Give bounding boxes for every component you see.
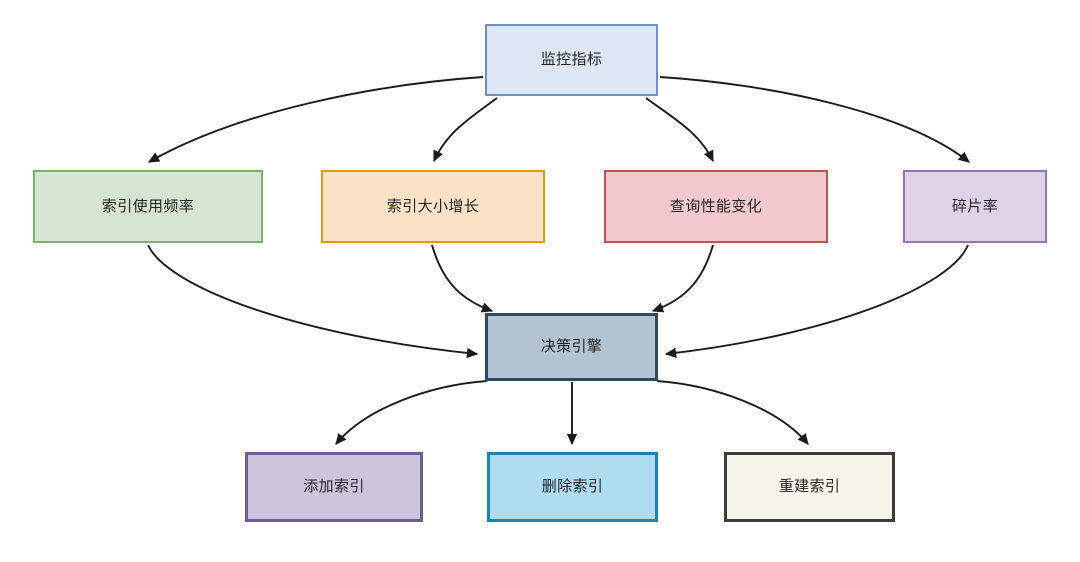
node-index-size-growth[interactable]: 索引大小增长 [321,170,545,243]
edge-engine-to-rebuild [656,380,809,445]
node-rebuild-index[interactable]: 重建索引 [724,452,895,522]
edge-metrics-to-perf [645,97,714,163]
edge-metrics-to-size [433,97,498,163]
node-label: 碎片率 [951,197,999,215]
node-delete-index[interactable]: 删除索引 [487,452,658,522]
node-label: 索引大小增长 [386,197,480,215]
edge-metrics-to-usage [147,76,484,163]
node-add-index[interactable]: 添加索引 [245,452,423,522]
node-label: 决策引擎 [540,338,603,355]
edge-engine-to-add [335,380,488,445]
node-label: 索引使用频率 [101,197,195,215]
edge-metrics-to-frag [659,76,970,163]
node-index-usage-frequency[interactable]: 索引使用频率 [33,170,263,243]
edge-perf-to-engine [651,244,714,313]
edge-usage-to-engine [147,244,479,359]
node-monitoring-metrics[interactable]: 监控指标 [485,24,658,96]
node-decision-engine[interactable]: 决策引擎 [485,313,658,381]
node-label: 删除索引 [541,478,604,495]
node-query-performance-change[interactable]: 查询性能变化 [604,170,828,243]
node-label: 监控指标 [540,51,603,68]
node-label: 查询性能变化 [669,197,763,215]
edge-size-to-engine [431,244,494,313]
node-label: 添加索引 [303,478,365,495]
edge-frag-to-engine [664,244,969,359]
node-label: 重建索引 [778,478,841,495]
node-fragmentation-rate[interactable]: 碎片率 [903,170,1047,243]
